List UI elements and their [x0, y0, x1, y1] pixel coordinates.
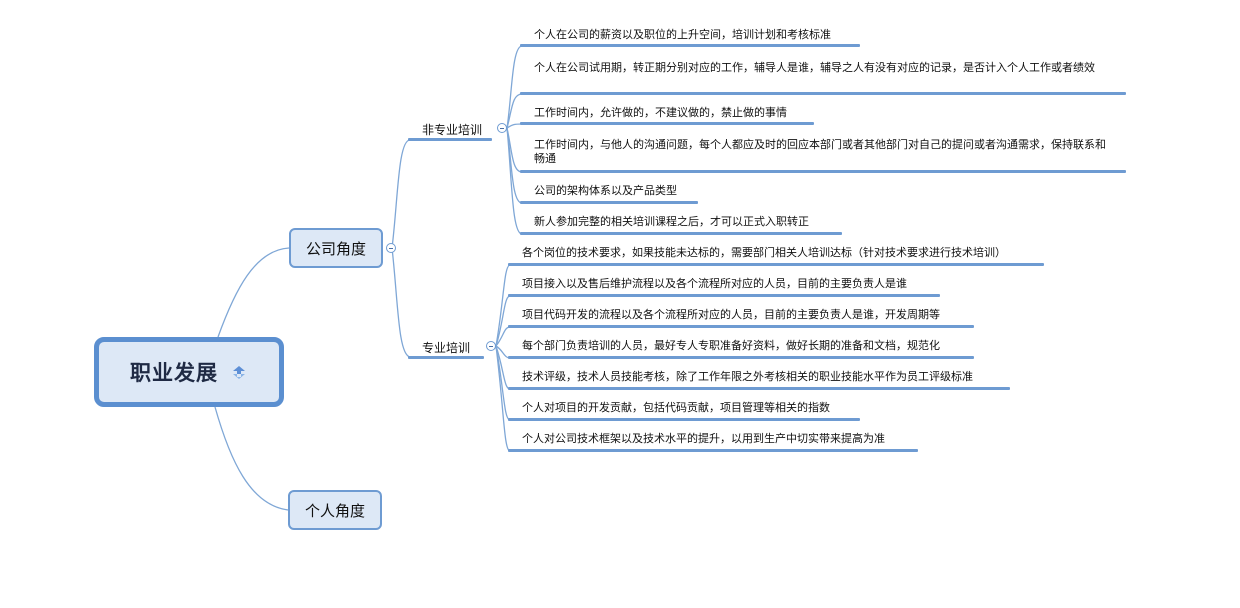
leaf-underline — [520, 92, 1126, 95]
refresh-arrows-icon — [233, 366, 245, 379]
leaf-underline — [508, 294, 940, 297]
leaf-underline — [520, 232, 842, 235]
topic-company-perspective[interactable]: 公司角度 — [289, 228, 383, 268]
leaf-underline — [508, 356, 974, 359]
leaf-item[interactable]: 个人在公司试用期，转正期分别对应的工作，辅导人是谁，辅导之人有没有对应的记录，是… — [534, 61, 1095, 74]
leaf-item[interactable]: 每个部门负责培训的人员，最好专人专职准备好资料，做好长期的准备和文档，规范化 — [522, 339, 940, 352]
leaf-underline — [520, 170, 1126, 173]
subtopic-underline — [408, 356, 484, 359]
leaf-item[interactable]: 个人对项目的开发贡献，包括代码贡献，项目管理等相关的指数 — [522, 401, 830, 414]
leaf-item[interactable]: 技术评级，技术人员技能考核，除了工作年限之外考核相关的职业技能水平作为员工评级标… — [522, 370, 973, 383]
leaf-underline — [520, 201, 698, 204]
leaf-underline — [520, 122, 814, 125]
leaf-underline — [508, 449, 918, 452]
leaf-item[interactable]: 公司的架构体系以及产品类型 — [534, 184, 677, 197]
subtopic-professional-training[interactable]: 专业培训 — [422, 341, 471, 355]
leaf-item[interactable]: 个人在公司的薪资以及职位的上升空间，培训计划和考核标准 — [534, 28, 831, 41]
leaf-item[interactable]: 新人参加完整的相关培训课程之后，才可以正式入职转正 — [534, 215, 809, 228]
subtopic-underline — [408, 138, 492, 141]
collapse-toggle-icon[interactable] — [497, 123, 507, 133]
subtopic-non-professional-training[interactable]: 非专业培训 — [422, 123, 483, 137]
collapse-toggle-icon[interactable] — [486, 341, 496, 351]
leaf-item[interactable]: 工作时间内，允许做的，不建议做的，禁止做的事情 — [534, 106, 787, 119]
root-topic[interactable]: 职业发展 — [94, 337, 284, 407]
leaf-underline — [520, 44, 860, 47]
topic-personal-perspective[interactable]: 个人角度 — [288, 490, 382, 530]
leaf-underline — [508, 325, 974, 328]
root-topic-label: 职业发展 — [130, 361, 218, 385]
leaf-item[interactable]: 项目代码开发的流程以及各个流程所对应的人员，目前的主要负责人是谁，开发周期等 — [522, 308, 940, 321]
collapse-toggle-icon[interactable] — [386, 243, 396, 253]
leaf-underline — [508, 387, 1010, 390]
leaf-item[interactable]: 个人对公司技术框架以及技术水平的提升，以用到生产中切实带来提高为准 — [522, 432, 885, 445]
leaf-underline — [508, 263, 1044, 266]
topic-label: 公司角度 — [305, 239, 366, 258]
leaf-item[interactable]: 工作时间内，与他人的沟通问题，每个人都应及时的回应本部门或者其他部门对自己的提问… — [534, 138, 1106, 165]
topic-label: 个人角度 — [304, 501, 365, 520]
leaf-item[interactable]: 项目接入以及售后维护流程以及各个流程所对应的人员，目前的主要负责人是谁 — [522, 277, 907, 290]
leaf-underline — [508, 418, 860, 421]
leaf-item[interactable]: 各个岗位的技术要求，如果技能未达标的，需要部门相关人培训达标（针对技术要求进行技… — [522, 246, 1006, 259]
